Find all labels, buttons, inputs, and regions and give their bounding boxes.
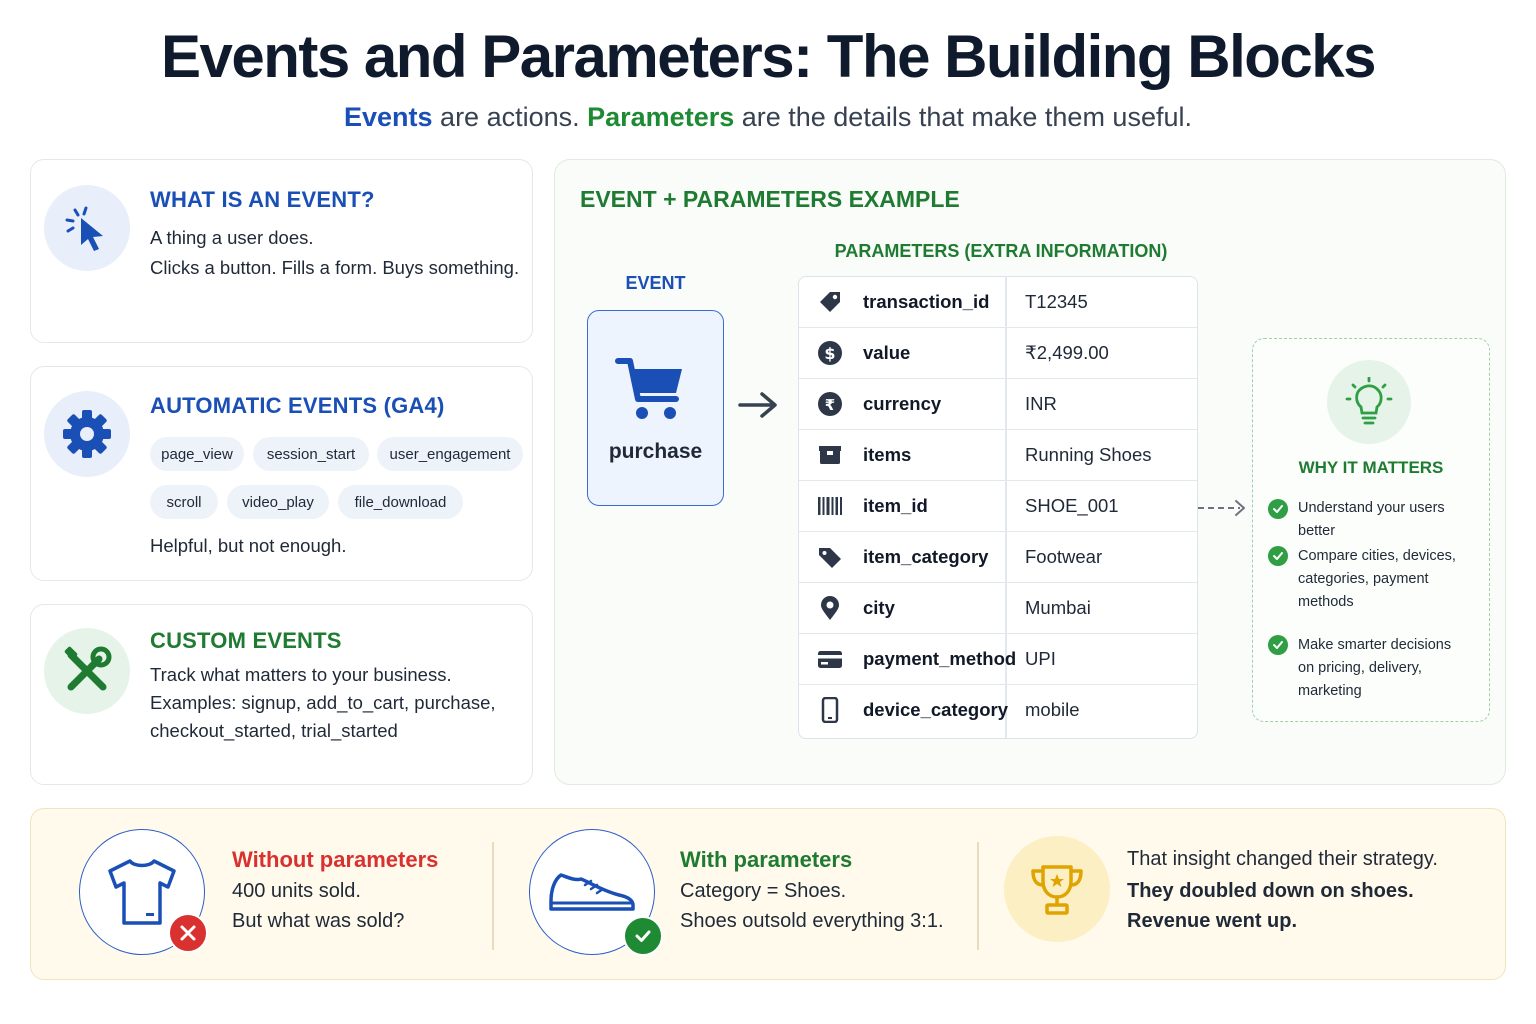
event-name: purchase <box>608 440 703 463</box>
check-icon <box>1268 546 1288 566</box>
parameter-value: ₹2,499.00 <box>1025 342 1109 363</box>
barcode-icon <box>817 493 843 519</box>
box-icon <box>817 442 843 468</box>
insight-line2: They doubled down on shoes. <box>1127 880 1414 902</box>
without-parameters-title: Without parameters <box>232 847 439 872</box>
parameter-key: item_id <box>863 495 928 516</box>
custom-events-title: CUSTOM EVENTS <box>150 628 342 653</box>
with-parameters-title: With parameters <box>680 847 853 872</box>
parameter-value: mobile <box>1025 699 1080 720</box>
comparison-strip <box>30 808 1506 980</box>
parameter-value: T12345 <box>1025 291 1088 312</box>
tools-icon <box>44 628 130 714</box>
check-icon <box>623 916 663 956</box>
without-line1: 400 units sold. <box>232 880 361 902</box>
table-row: city Mumbai <box>799 583 1197 634</box>
chip-file-download: file_download <box>338 485 463 519</box>
example-title: EVENT + PARAMETERS EXAMPLE <box>580 186 960 212</box>
parameter-value: Footwear <box>1025 546 1103 567</box>
custom-events-line3: checkout_started, trial_started <box>150 720 398 741</box>
arrow-right-icon <box>738 390 780 425</box>
table-row: $ value ₹2,499.00 <box>799 328 1197 379</box>
table-row: item_id SHOE_001 <box>799 481 1197 532</box>
automatic-events-title: AUTOMATIC EVENTS (GA4) <box>150 393 445 418</box>
what-is-event-line2: Clicks a button. Fills a form. Buys some… <box>150 257 520 278</box>
table-row: ₹ currency INR <box>799 379 1197 430</box>
lightbulb-icon <box>1327 360 1411 444</box>
credit-card-icon <box>817 646 843 672</box>
subtitle-mid: are actions. <box>432 102 588 132</box>
insight-line3: Revenue went up. <box>1127 910 1298 932</box>
what-is-event-line1: A thing a user does. <box>150 227 314 248</box>
why-it-matters-title: WHY IT MATTERS <box>1298 458 1444 477</box>
why-item-3: Make smarter decisions on pricing, deliv… <box>1298 637 1452 699</box>
parameter-value: Mumbai <box>1025 597 1091 618</box>
with-line1: Category = Shoes. <box>680 880 847 902</box>
what-is-event-title: WHAT IS AN EVENT? <box>150 187 375 212</box>
why-item-1: Understand your users better <box>1298 500 1445 539</box>
parameters-table: transaction_id T12345 $ value ₹2,499.00 … <box>798 276 1198 739</box>
parameter-key: items <box>863 444 912 465</box>
chip-scroll: scroll <box>150 485 218 519</box>
location-pin-icon <box>817 595 843 621</box>
check-icon <box>1268 499 1288 519</box>
svg-text:$: $ <box>824 344 835 363</box>
parameter-key: device_category <box>863 699 1009 720</box>
cursor-click-icon <box>44 185 130 271</box>
why-item-2: Compare cities, devices, categories, pay… <box>1298 548 1456 610</box>
dashed-arrow-icon <box>1196 498 1248 523</box>
divider <box>977 842 979 950</box>
table-row: transaction_id T12345 <box>799 277 1197 328</box>
gear-icon <box>44 391 130 477</box>
divider <box>492 842 494 950</box>
chip-session-start: session_start <box>253 437 369 471</box>
parameter-key: currency <box>863 393 942 414</box>
table-row: device_category mobile <box>799 685 1197 736</box>
tshirt-icon <box>79 829 205 955</box>
chip-video-play: video_play <box>227 485 329 519</box>
parameter-value: INR <box>1025 393 1057 414</box>
shopping-cart-icon <box>614 355 690 423</box>
trophy-icon <box>1004 836 1110 942</box>
with-line2: Shoes outsold everything 3:1. <box>680 910 944 932</box>
subtitle-parameters: Parameters <box>587 102 735 132</box>
parameter-key: transaction_id <box>863 291 990 312</box>
parameter-key: city <box>863 597 895 618</box>
event-box <box>587 310 724 506</box>
page-title: Events and Parameters: The Building Bloc… <box>160 23 1377 90</box>
table-row: item_category Footwear <box>799 532 1197 583</box>
parameter-key: payment_method <box>863 648 1017 669</box>
svg-text:₹: ₹ <box>825 396 835 414</box>
label-icon <box>817 544 843 570</box>
without-line2: But what was sold? <box>232 910 405 932</box>
subtitle-events: Events <box>344 102 433 132</box>
check-icon <box>1268 635 1288 655</box>
table-row: items Running Shoes <box>799 430 1197 481</box>
table-column-divider <box>1005 277 1007 738</box>
parameter-value: SHOE_001 <box>1025 495 1119 516</box>
page-subtitle: Events are actions. Parameters are the d… <box>0 102 1536 133</box>
event-label: EVENT <box>625 273 686 293</box>
parameters-label: PARAMETERS (EXTRA INFORMATION) <box>834 241 1168 261</box>
table-row: payment_method UPI <box>799 634 1197 685</box>
custom-events-line2: Examples: signup, add_to_cart, purchase, <box>150 692 496 713</box>
chip-page-view: page_view <box>150 437 244 471</box>
dollar-icon: $ <box>817 340 843 366</box>
custom-events-line1: Track what matters to your business. <box>150 664 452 685</box>
insight-line1: That insight changed their strategy. <box>1127 848 1438 870</box>
automatic-events-footer: Helpful, but not enough. <box>150 535 347 556</box>
parameter-key: item_category <box>863 546 989 567</box>
close-icon <box>168 913 208 953</box>
parameter-value: UPI <box>1025 648 1056 669</box>
tag-icon <box>817 289 843 315</box>
chip-user-engagement: user_engagement <box>377 437 523 471</box>
rupee-icon: ₹ <box>817 391 843 417</box>
parameter-value: Running Shoes <box>1025 444 1152 465</box>
smartphone-icon <box>817 697 843 723</box>
subtitle-end: are the details that make them useful. <box>734 102 1192 132</box>
parameter-key: value <box>863 342 911 363</box>
